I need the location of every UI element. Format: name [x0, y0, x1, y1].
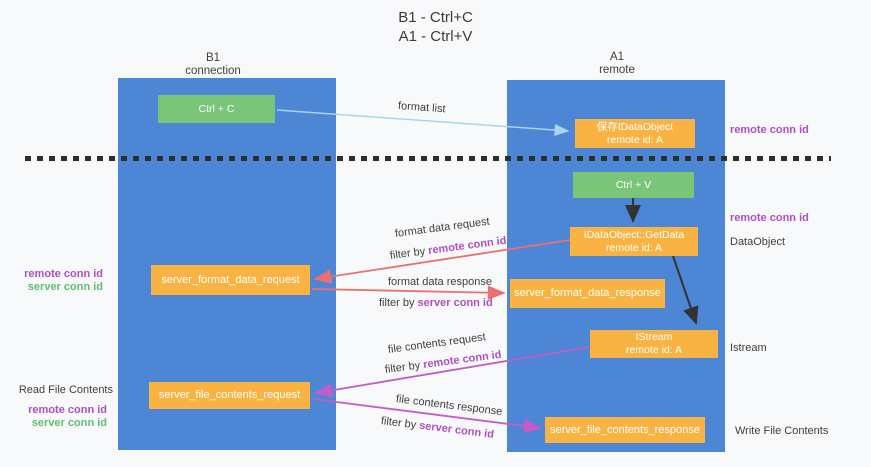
filter-by-server-2: filter by server conn id [380, 415, 494, 441]
server-conn-id-annotation-left-1: server conn id [27, 281, 103, 293]
lane-header-b1: B1 connection [153, 52, 273, 78]
server-file-contents-response-label: server_file_contents_response [550, 423, 700, 436]
istream-line1: IStream [635, 331, 673, 343]
server-format-data-request-node: server_format_data_request [151, 265, 310, 295]
server-conn-id-text: server conn id [418, 419, 495, 441]
save-idataobject-line1: 保存IDataObject [596, 120, 674, 133]
dataobject-annotation: DataObject [730, 236, 786, 248]
remote-conn-id-text: remote conn id [427, 234, 508, 257]
istream-node: IStream remote id: A [590, 330, 718, 358]
lane-b1-subtitle: connection [185, 65, 241, 77]
filter-by-server-1: filter by server conn id [379, 297, 493, 309]
title-line-2: A1 - Ctrl+V [398, 28, 473, 45]
write-file-contents-annotation: Write File Contents [735, 425, 829, 437]
remote-conn-id-annotation-1: remote conn id [730, 124, 809, 136]
server-file-contents-request-node: server_file_contents_request [149, 382, 310, 409]
format-data-response-arrow [311, 285, 506, 300]
read-file-contents-annotation: Read File Contents [18, 384, 113, 396]
diagram-title: B1 - Ctrl+C A1 - Ctrl+V [0, 8, 871, 46]
filter-by-text: filter by [384, 359, 424, 376]
filter-by-text: filter by [380, 415, 420, 432]
filter-by-text: filter by [389, 245, 429, 262]
lane-a1-subtitle: remote [599, 64, 635, 76]
istream-line2: remote id: A [625, 344, 683, 356]
phase-separator-dashed-line [25, 156, 831, 161]
format-list-label: format list [397, 100, 446, 116]
server-conn-id-text: server conn id [417, 297, 493, 309]
save-idataobject-node: 保存IDataObject remote id: A [575, 119, 695, 148]
filter-by-text: filter by [379, 297, 418, 309]
getdata-node: IDataObject::GetData remote id: A [570, 227, 698, 256]
ctrl-v-node: Ctrl + V [573, 172, 694, 198]
ctrl-c-label: Ctrl + C [198, 102, 235, 115]
file-contents-response-label: file contents response [395, 393, 503, 418]
remote-conn-id-text: remote conn id [422, 348, 503, 371]
server-file-contents-response-node: server_file_contents_response [545, 417, 705, 443]
lane-header-a1: A1 remote [557, 51, 677, 77]
getdata-line2: remote id: A [605, 241, 663, 254]
format-data-response-label: format data response [388, 276, 492, 288]
remote-conn-id-annotation-left-2: remote conn id [28, 404, 107, 416]
server-format-data-request-label: server_format_data_request [161, 273, 300, 286]
lane-a1-name: A1 [609, 51, 625, 63]
lane-b1-name: B1 [205, 52, 221, 64]
format-data-request-label: format data request [394, 215, 491, 240]
save-idataobject-line2: remote id: A [606, 133, 664, 146]
server-conn-id-annotation-left-2: server conn id [31, 417, 107, 429]
server-file-contents-request-label: server_file_contents_request [158, 389, 301, 401]
ctrl-c-node: Ctrl + C [158, 95, 275, 123]
getdata-line1: IDataObject::GetData [583, 228, 685, 241]
istream-annotation: Istream [730, 342, 767, 354]
remote-conn-id-annotation-2: remote conn id [730, 212, 809, 224]
server-format-data-response-label: server_format_data_response [514, 287, 661, 299]
remote-conn-id-annotation-left-1: remote conn id [24, 268, 103, 280]
ctrl-v-label: Ctrl + V [615, 178, 652, 191]
filter-by-remote-1: filter by remote conn id [389, 235, 507, 262]
title-line-1: B1 - Ctrl+C [398, 9, 473, 26]
server-format-data-response-node: server_format_data_response [510, 279, 665, 308]
